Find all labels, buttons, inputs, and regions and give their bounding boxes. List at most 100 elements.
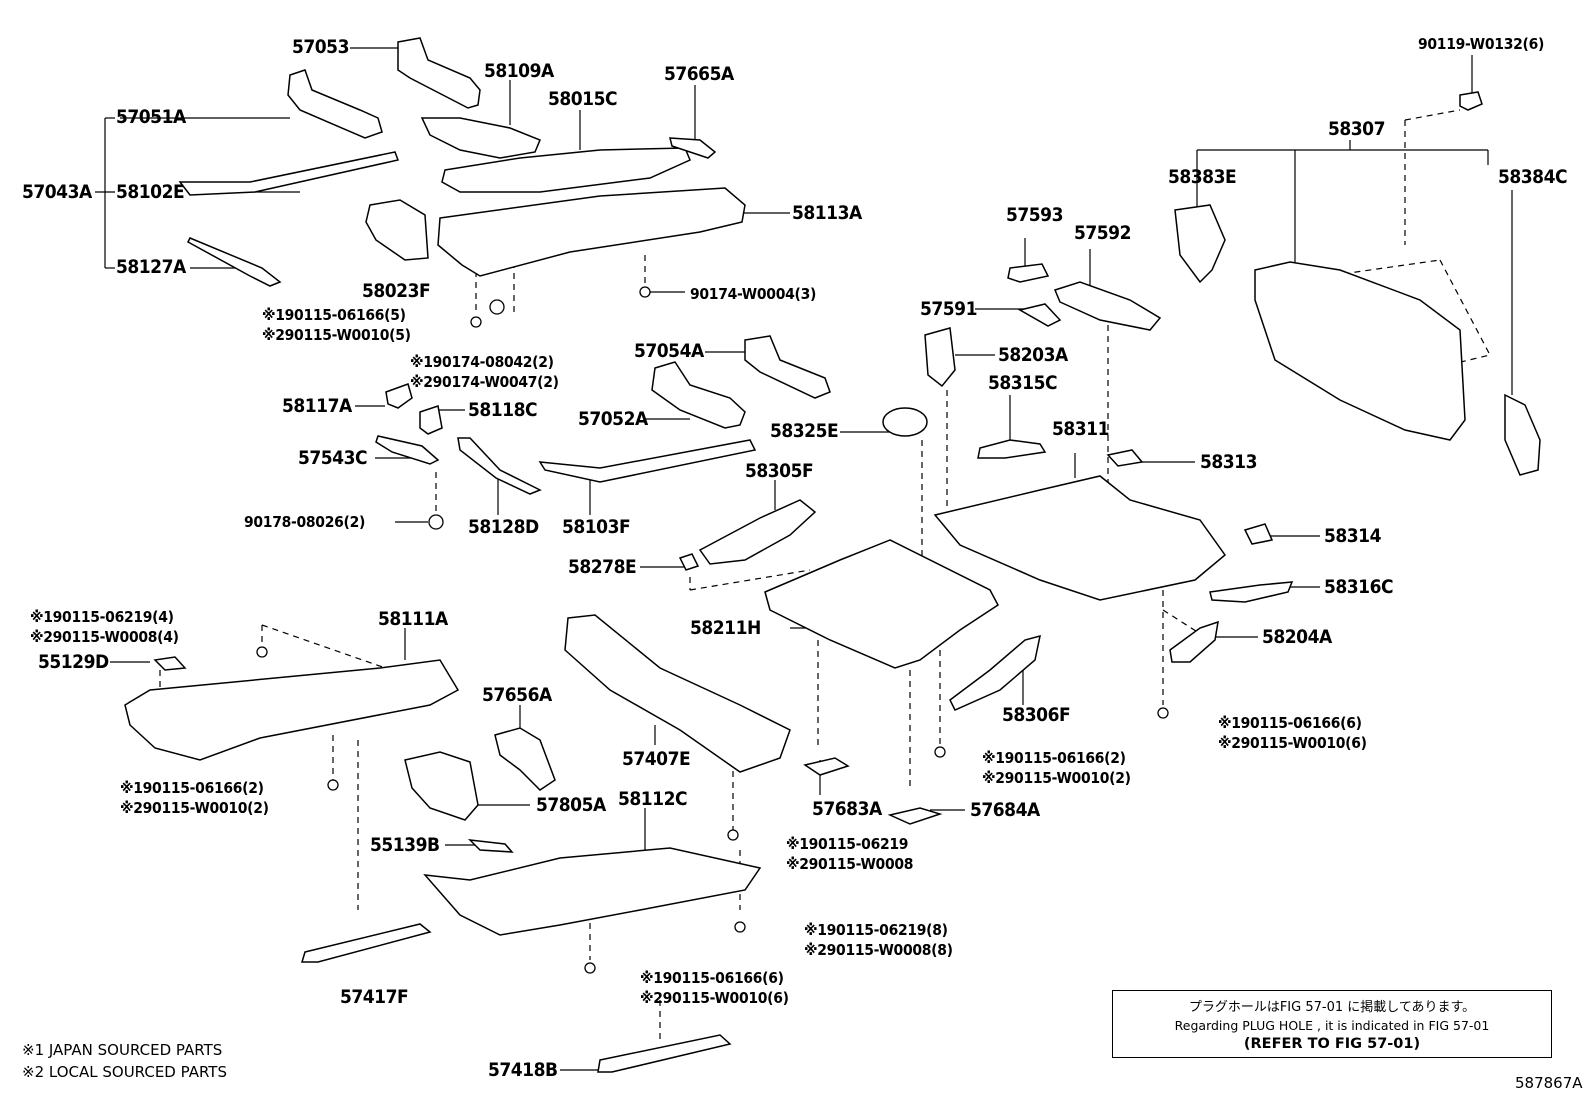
part-58109A <box>420 117 541 159</box>
footnotes: ※1 JAPAN SOURCED PARTS ※2 LOCAL SOURCED … <box>22 1040 227 1084</box>
fastener-line: ※290115-W0008(4) <box>30 628 179 647</box>
label-58117A: 58117A <box>282 395 352 417</box>
bolt-icon <box>256 646 268 658</box>
part-58311 <box>933 475 1227 601</box>
label-57592: 57592 <box>1074 222 1131 244</box>
label-55129D: 55129D <box>38 651 109 673</box>
label-58306F: 58306F <box>1002 704 1071 726</box>
part-57805A <box>404 751 479 821</box>
bolt-icon <box>934 746 946 758</box>
part-55129D <box>153 656 187 671</box>
label-58383E: 58383E <box>1168 166 1237 188</box>
label-58305F: 58305F <box>745 460 814 482</box>
part-55139B <box>467 839 514 853</box>
part-58112C <box>423 847 762 936</box>
label-58109A: 58109A <box>484 60 554 82</box>
label-57043A: 57043A <box>22 181 92 203</box>
label-58023F: 58023F <box>362 280 431 302</box>
fastener-line: ※190115-06166(5) <box>262 306 406 324</box>
fastener-line: ※290115-W0010(6) <box>1218 734 1367 753</box>
fastener-group-top-a: ※190115-06166(5) ※290115-W0010(5) <box>262 305 411 345</box>
part-57543C <box>375 435 440 465</box>
fastener-line: ※290115-W0008 <box>786 855 914 874</box>
label-58313: 58313 <box>1200 451 1257 473</box>
footnote-japan-sourced: ※1 JAPAN SOURCED PARTS <box>22 1041 223 1059</box>
part-58203A <box>924 327 956 388</box>
label-57543C: 57543C <box>298 447 368 469</box>
label-57593: 57593 <box>1006 204 1063 226</box>
fastener-line: ※290115-W0010(2) <box>982 769 1131 788</box>
bolt-icon <box>327 779 339 791</box>
label-57418B: 57418B <box>488 1059 558 1081</box>
part-58305F <box>698 499 817 565</box>
part-58128D <box>457 437 542 495</box>
label-58128D: 58128D <box>468 516 539 538</box>
fastener-group-top-b: ※190174-08042(2) ※290174-W0047(2) <box>410 352 559 392</box>
part-58103F <box>538 439 757 483</box>
label-57052A: 57052A <box>578 408 648 430</box>
label-58204A: 58204A <box>1262 626 1332 648</box>
part-58204A <box>1169 620 1219 663</box>
fastener-line: ※190115-06166(2) <box>982 749 1126 767</box>
part-58211H <box>764 539 999 669</box>
part-57684A <box>887 807 943 825</box>
part-58023F <box>365 199 429 261</box>
label-90178-08026: 90178-08026(2) <box>244 513 366 531</box>
label-58278E: 58278E <box>568 556 637 578</box>
label-90174-W0004: 90174-W0004(3) <box>690 285 817 303</box>
footnote-local-sourced: ※2 LOCAL SOURCED PARTS <box>22 1062 227 1081</box>
note-refer: (REFER TO FIG 57-01) <box>1243 1036 1421 1052</box>
label-58307: 58307 <box>1328 118 1385 140</box>
label-58102E: 58102E <box>116 181 185 203</box>
part-57052A <box>651 361 746 429</box>
part-58383E <box>1174 204 1226 284</box>
label-57053: 57053 <box>292 36 349 58</box>
part-57591 <box>1017 303 1062 327</box>
part-57593 <box>1007 263 1050 283</box>
label-57051A: 57051A <box>116 106 186 128</box>
label-58113A: 58113A <box>792 202 862 224</box>
label-58118C: 58118C <box>468 399 538 421</box>
fastener-line: ※190115-06219 <box>786 835 909 853</box>
fastener-group-right-b: ※190115-06166(6) ※290115-W0010(6) <box>1218 713 1367 753</box>
part-58015C <box>441 147 691 193</box>
bolt-icon <box>470 316 482 328</box>
fastener-group-mid-a: ※190115-06219 ※290115-W0008 <box>786 834 913 874</box>
part-57592 <box>1053 281 1162 331</box>
fastener-group-right-a: ※190115-06166(2) ※290115-W0010(2) <box>982 748 1131 788</box>
note-japanese: プラグホールはFIG 57-01 に掲載してあります。 <box>1188 1000 1476 1015</box>
fastener-line: ※290115-W0010(6) <box>640 989 789 1008</box>
label-58316C: 58316C <box>1324 576 1394 598</box>
part-58127A <box>187 237 282 287</box>
part-57418B <box>597 1034 732 1073</box>
part-58278E <box>678 553 700 571</box>
figure-number: 587867A <box>1515 1074 1583 1092</box>
label-58112C: 58112C <box>618 788 688 810</box>
note-english: Regarding PLUG HOLE , it is indicated in… <box>1174 1018 1490 1033</box>
label-58111A: 58111A <box>378 608 448 630</box>
clip-icon <box>639 286 651 298</box>
fastener-line: ※190115-06166(2) <box>120 779 264 797</box>
label-57407E: 57407E <box>622 748 691 770</box>
fastener-line: ※190115-06219(8) <box>804 921 948 939</box>
plug-hole-note: プラグホールはFIG 57-01 に掲載してあります。 Regarding PL… <box>1112 990 1552 1058</box>
part-57683A <box>803 757 850 776</box>
fastener-line: ※290174-W0047(2) <box>410 373 559 392</box>
part-57656A <box>494 727 556 791</box>
nut-icon <box>489 299 505 315</box>
label-58311: 58311 <box>1052 418 1109 440</box>
part-58315C <box>977 439 1047 459</box>
label-57417F: 57417F <box>340 986 409 1008</box>
label-58314: 58314 <box>1324 525 1381 547</box>
label-58211H: 58211H <box>690 617 761 639</box>
bolt-icon <box>584 962 596 974</box>
fastener-line: ※290115-W0010(2) <box>120 799 269 818</box>
fastener-line: ※190115-06166(6) <box>640 969 784 987</box>
fastener-group-left-a: ※190115-06219(4) ※290115-W0008(4) <box>30 607 179 647</box>
fastener-line: ※190174-08042(2) <box>410 353 554 371</box>
label-57665A: 57665A <box>664 63 734 85</box>
bolt-icon <box>727 829 739 841</box>
part-90119-bolt <box>1459 91 1483 111</box>
part-58313 <box>1106 449 1144 467</box>
part-58384C <box>1504 393 1541 476</box>
